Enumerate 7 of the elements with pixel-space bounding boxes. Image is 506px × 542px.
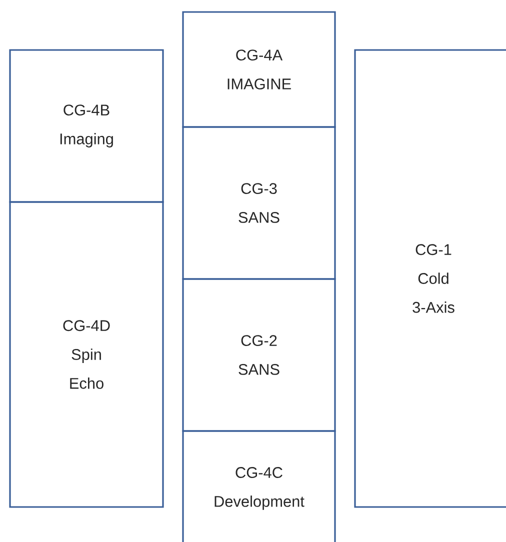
station-box: CG-4B Imaging — [9, 49, 164, 203]
station-box: CG-1 Cold 3-Axis — [354, 49, 506, 508]
station-box: CG-4A IMAGINE — [182, 11, 336, 128]
station-box: CG-2 SANS — [182, 278, 336, 432]
station-box: CG-4C Development — [182, 430, 336, 542]
station-box: CG-3 SANS — [182, 126, 336, 280]
station-box: CG-4D Spin Echo — [9, 201, 164, 508]
